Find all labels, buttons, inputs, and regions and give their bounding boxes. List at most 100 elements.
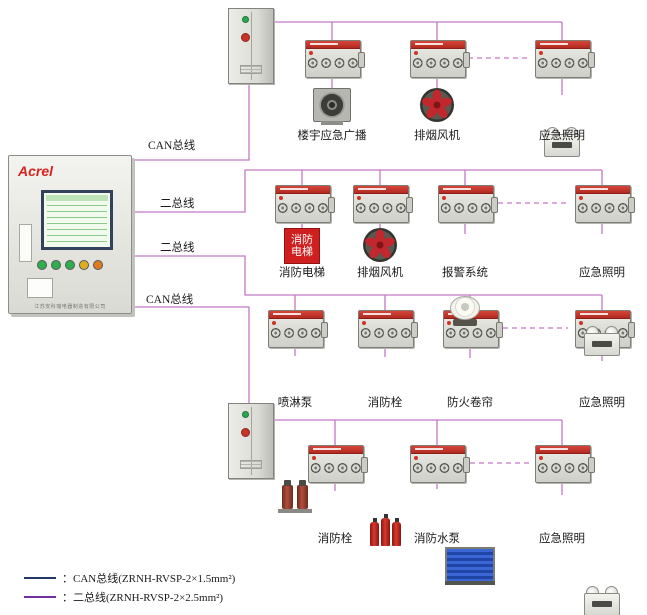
device-label: 应急照明 [539,533,585,545]
module-header-strip [359,311,413,319]
module-handle [321,322,328,338]
controller-module [410,445,470,483]
device-label: 防火卷帘 [447,397,493,409]
module-handle [628,197,635,213]
detector-base [453,319,477,326]
controller-module [353,185,413,223]
module-knobs [309,454,363,481]
module-knobs [276,194,330,221]
box-door-seam [251,407,252,475]
spray-pump-image [278,479,312,513]
legend-label-can: ：CAN总线(ZRNH-RVSP-2×1.5mm²) [62,573,236,585]
extinguisher-bottle [381,514,390,546]
distribution-box-top [228,8,274,84]
cabinet-button-yellow [79,260,89,270]
module-knobs [576,194,630,221]
module-knobs [536,49,590,76]
controller-module [308,445,368,483]
row1-bus-wire [272,21,563,40]
cabinet-button-green [51,260,61,270]
module-handle [496,322,503,338]
device-label: 消防电梯 [279,267,325,279]
legend-label-two-wire: ：二总线(ZRNH-RVSP-2×2.5mm²) [62,592,224,604]
fire-shutter-image [445,547,495,585]
device-label: 应急照明 [539,130,585,142]
controller-module [305,40,365,78]
box-green-led [242,16,249,23]
module-header-strip [306,41,360,49]
module-led [279,196,283,200]
device-label: 楼宇应急广播 [297,130,367,142]
device-label: 消防栓 [367,397,403,409]
legend-line-can [24,577,56,579]
module-knobs [439,194,493,221]
legend-two-wire-bus: ：二总线(ZRNH-RVSP-2×2.5mm²) [24,589,223,605]
module-header-strip [269,311,323,319]
exhaust-fan-image [420,88,454,122]
module-handle [628,322,635,338]
controller-module [438,185,498,223]
can-bus-bottom-wire [129,306,250,403]
module-knobs [269,319,323,346]
emergency-light-image [584,326,620,356]
module-header-strip [309,446,363,454]
emergency-light-image [584,586,620,615]
smoke-detector-image [448,296,482,326]
cabinet-button-orange [93,260,103,270]
box-door-seam [251,12,252,80]
module-header-strip [536,41,590,49]
sign-text: 消防电梯 [291,234,313,258]
module-knobs [359,319,413,346]
module-header-strip [576,311,630,319]
module-handle [358,52,365,68]
module-handle [328,197,335,213]
module-led [312,456,316,460]
module-handle [361,457,368,473]
box-green-led [242,411,249,418]
bus-label-can-bottom: CAN总线 [146,294,194,306]
module-knobs [354,194,408,221]
row4-bus-wire [272,419,563,445]
device-label: 消防栓 [317,533,353,545]
module-header-strip [411,446,465,454]
module-header-strip [439,186,493,194]
box-vent [240,65,262,74]
detector-dome [450,296,480,320]
light-body [584,333,620,356]
device-label: 应急照明 [579,267,625,279]
controller-module [275,185,335,223]
legend-can-bus: ：CAN总线(ZRNH-RVSP-2×1.5mm²) [24,570,235,586]
controller-module [358,310,418,348]
pump-cylinder [282,480,293,509]
module-led [362,321,366,325]
fire-extinguisher-group-image [368,514,402,546]
broadcast-speaker-image [313,88,351,125]
controller-module [535,445,595,483]
module-led [539,51,543,55]
module-header-strip [411,41,465,49]
bus-label-can-top: CAN总线 [148,140,196,152]
device-label: 排烟风机 [357,267,403,279]
row2-device-drops [301,220,603,234]
controller-module [410,40,470,78]
module-led [414,51,418,55]
acrel-logo: Acrel [18,163,54,179]
module-header-strip [276,186,330,194]
emergency-light-image [544,127,580,157]
module-led [579,321,583,325]
row1-device-drops [331,76,563,95]
light-body [544,134,580,157]
bus-label-two-wire-upper: 二总线 [160,198,195,210]
module-led [309,51,313,55]
module-led [447,321,451,325]
cabinet-footer-text: 江苏安科瑞电器制造有限公司 [34,305,106,310]
device-label: 喷淋泵 [277,397,313,409]
row3-bus-wire [129,255,603,310]
row2-bus-wire [129,169,603,213]
legend-line-two-wire [24,596,56,598]
exhaust-fan-image [363,228,397,262]
cabinet-button-green [37,260,47,270]
extinguisher-bottle [392,518,401,546]
module-handle [411,322,418,338]
